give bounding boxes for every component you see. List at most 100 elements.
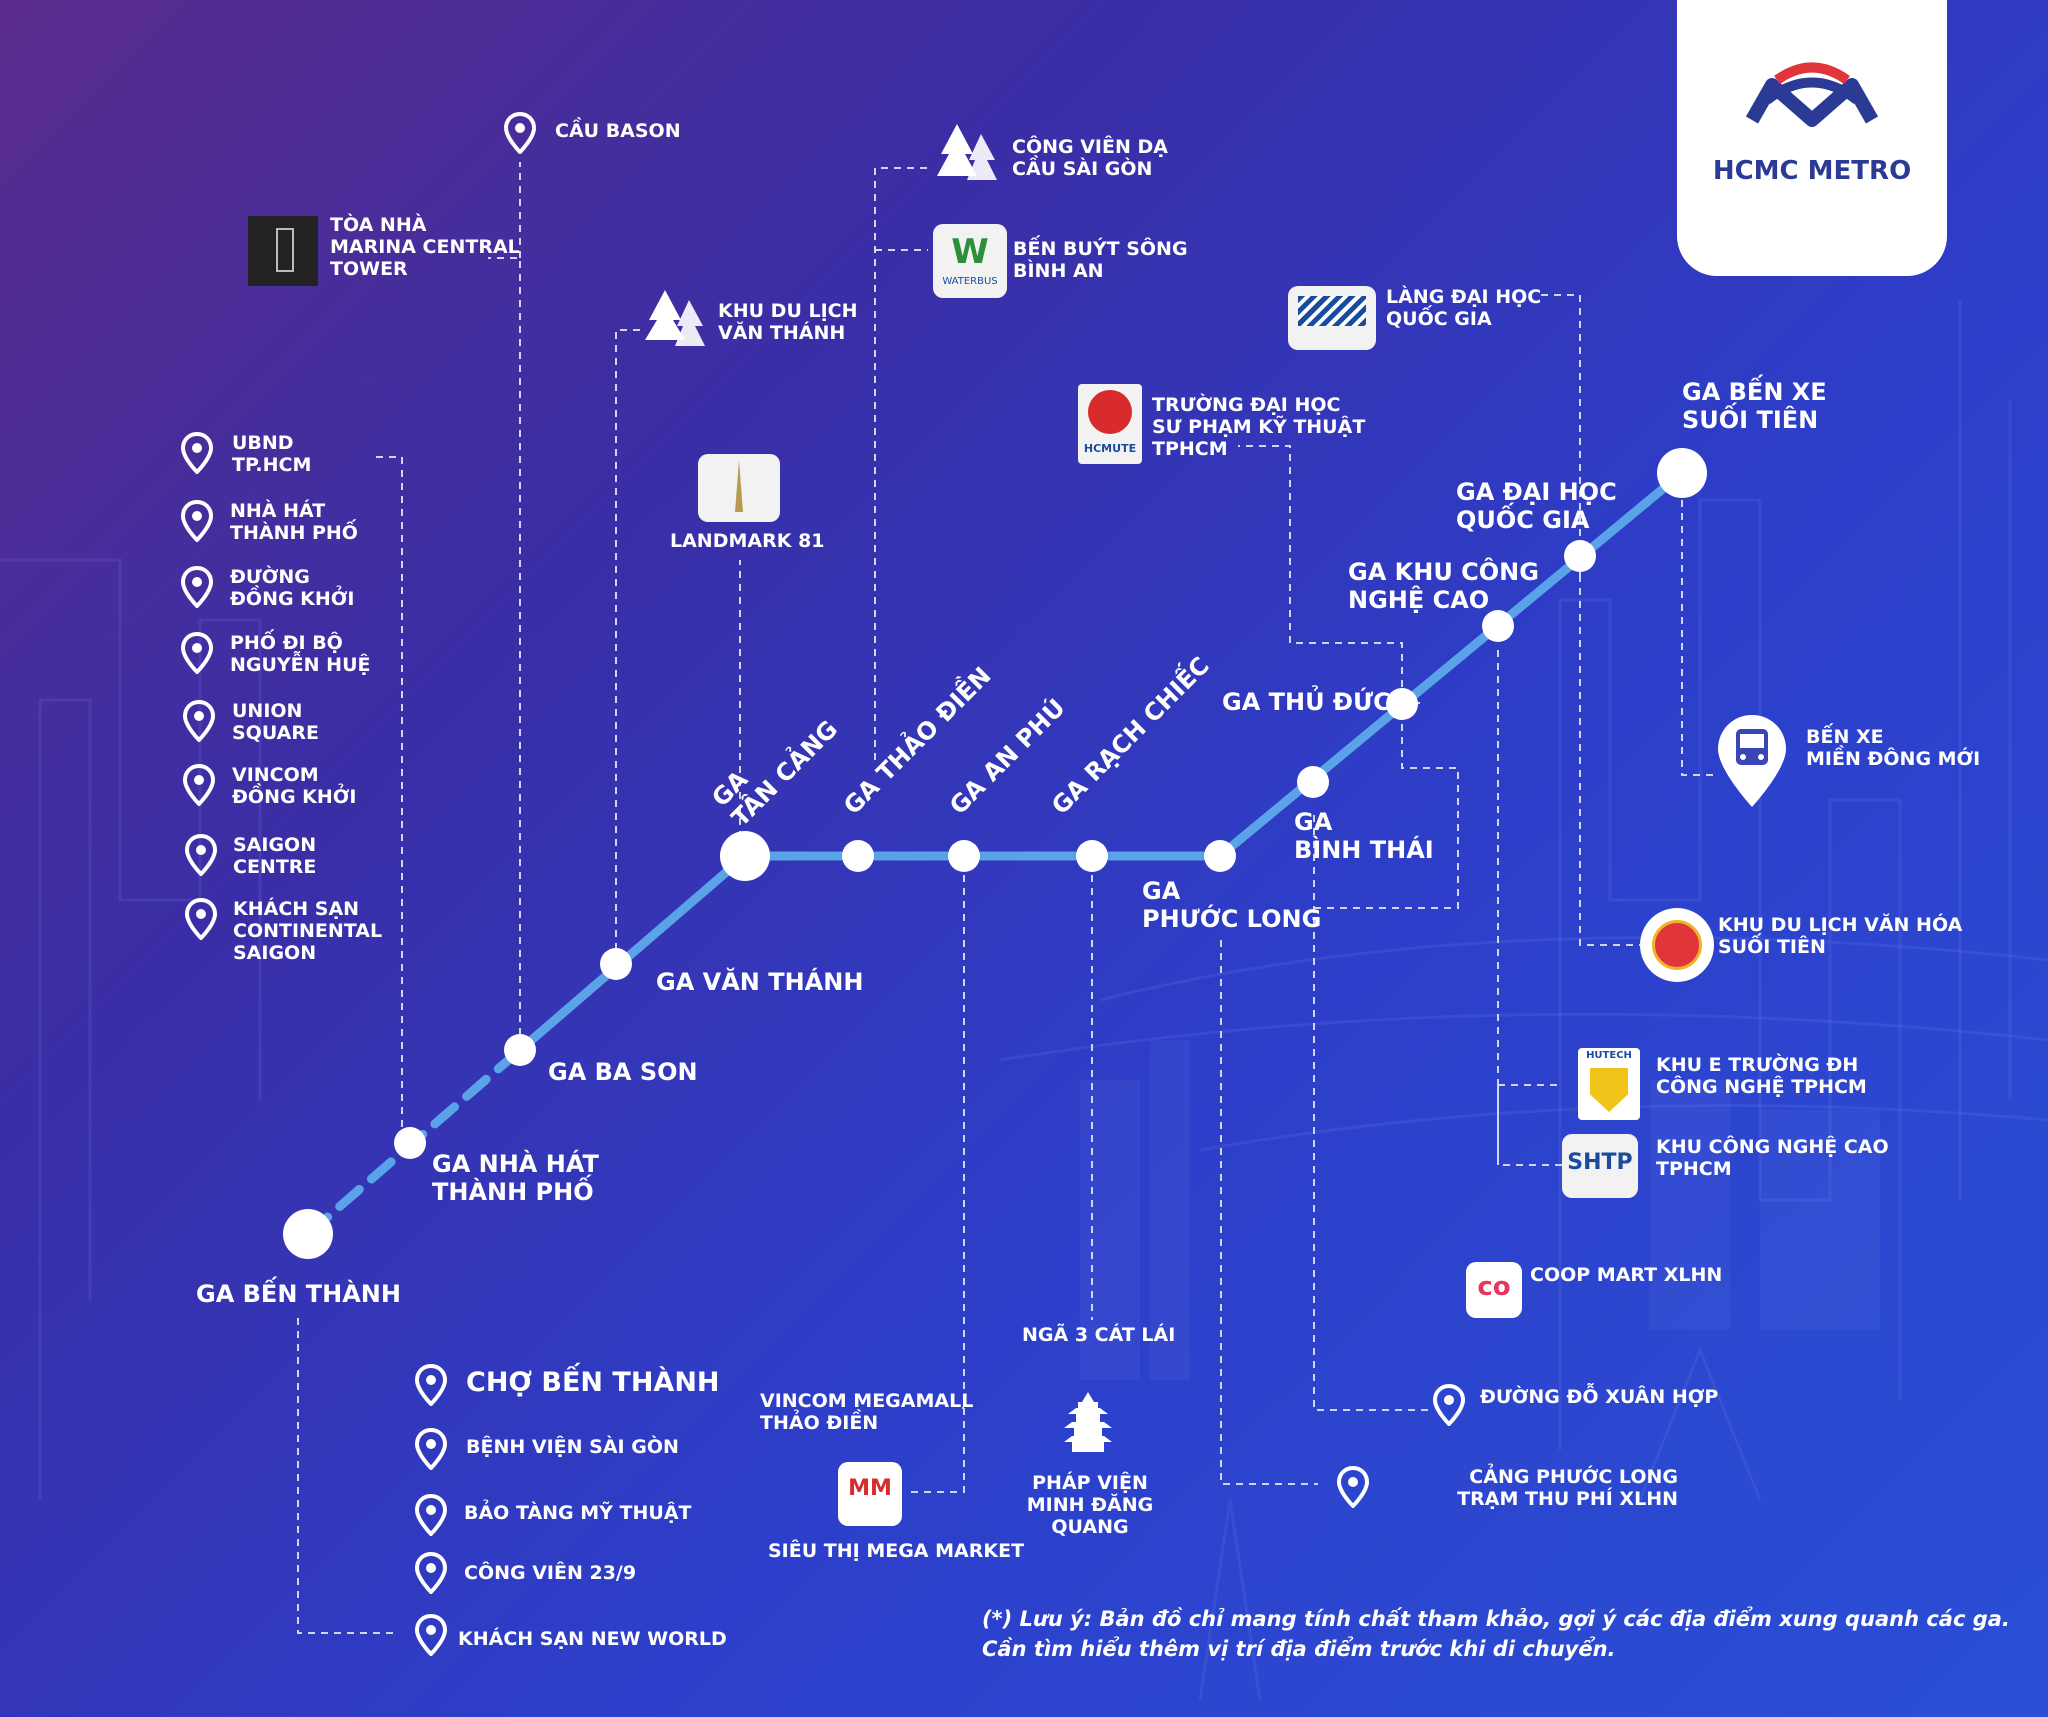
dash-kcnc [1497,650,1562,1166]
dhqg-logo [1288,286,1376,350]
location-pin-icon [503,112,537,154]
station-label-dhqg: GA ĐẠI HỌC QUỐC GIA [1456,478,1617,534]
location-pin-icon [414,1428,448,1470]
place-shtp: KHU CÔNG NGHỆ CAO TPHCM [1656,1136,1889,1180]
place-lang-dai-hoc: LÀNG ĐẠI HỌC QUỐC GIA [1386,286,1542,330]
brand-logo-panel: HCMC METRO [1677,0,1947,276]
dot-an-phu[interactable] [948,840,980,872]
dash-dhqg [1535,294,1640,946]
place-cong-vien-239: CÔNG VIÊN 23/9 [464,1562,637,1584]
dot-thu-duc[interactable] [1386,688,1418,720]
dot-tan-cang[interactable] [720,831,770,881]
station-label-ba-son: GA BA SON [548,1058,698,1086]
dot-binh-thai[interactable] [1297,766,1329,798]
location-pin-icon [414,1614,448,1656]
location-pin-icon [180,632,214,674]
dot-thao-dien[interactable] [842,840,874,872]
place-continental: KHÁCH SẠN CONTINENTAL SAIGON [233,898,383,964]
dot-van-thanh[interactable] [600,948,632,980]
place-phap-vien: PHÁP VIỆN MINH ĐĂNG QUANG [1026,1472,1154,1538]
place-nguyen-hue: PHỐ ĐI BỘ NGUYỄN HUỆ [230,632,371,676]
dot-ben-thanh[interactable] [283,1209,333,1259]
station-label-nha-hat: GA NHÀ HÁT THÀNH PHỐ [432,1150,599,1206]
location-pin-icon [180,432,214,474]
disclaimer-note: (*) Lưu ý: Bản đồ chỉ mang tính chất tha… [982,1607,2010,1661]
location-pin-icon [414,1364,448,1406]
waterbus-text: WATERBUS [942,276,998,287]
place-new-world: KHÁCH SẠN NEW WORLD [458,1628,727,1650]
location-pin-icon [180,566,214,608]
hutech-logo: HUTECH [1578,1048,1640,1120]
dash-thu-duc [1238,445,1403,700]
station-dots [283,448,1707,1259]
waterbus-logo: W WATERBUS [933,224,1007,298]
suoi-tien-logo [1640,908,1714,982]
mm-text: MM [848,1476,892,1501]
place-khu-du-lich-van-thanh: KHU DU LỊCH VĂN THÁNH [718,300,858,344]
shtp-text: SHTP [1567,1150,1633,1175]
dot-kcnc[interactable] [1482,610,1514,642]
place-mega-market: SIÊU THỊ MEGA MARKET [768,1540,1025,1562]
place-nha-hat-tp: NHÀ HÁT THÀNH PHỐ [230,500,358,544]
place-marina: TÒA NHÀ MARINA CENTRAL TOWER [330,214,520,280]
place-bao-tang: BẢO TÀNG MỸ THUẬT [464,1502,692,1524]
place-vincom-mega: VINCOM MEGAMALL THẢO ĐIỀN [760,1390,974,1434]
station-label-ben-thanh: GA BẾN THÀNH [196,1280,401,1308]
place-saigon-centre: SAIGON CENTRE [233,834,317,878]
place-suoi-tien: KHU DU LỊCH VĂN HÓA SUỐI TIÊN [1718,914,1963,958]
dot-rach-chiec[interactable] [1076,840,1108,872]
metro-logo-icon [1745,62,1879,127]
location-pin-icon [184,898,218,940]
line-solid-section [515,468,1687,1055]
station-label-phuoc-long: GA PHƯỚC LONG [1142,877,1322,933]
dot-phuoc-long[interactable] [1204,840,1236,872]
dot-suoi-tien[interactable] [1657,448,1707,498]
location-pin-icon [180,500,214,542]
tree-icon-cong-vien [937,124,997,180]
mega-market-logo: MM [838,1462,902,1526]
location-pin-icon [414,1494,448,1536]
station-label-van-thanh: GA VĂN THÁNH [656,968,864,996]
place-ben-xe-mien-dong: BẾN XE MIỀN ĐÔNG MỚI [1806,726,1981,770]
bus-station-icon [1718,715,1786,807]
hcmute-logo: HCMUTE [1078,384,1142,464]
place-dong-khoi: ĐƯỜNG ĐỒNG KHỞI [230,566,355,610]
dash-ben-thanh [297,1318,395,1634]
landmark-logo [698,454,780,522]
dash-nha-hat [372,456,403,1140]
station-label-thu-duc: GA THỦ ĐỨC [1222,688,1391,716]
place-do-xuan-hop: ĐƯỜNG ĐỖ XUÂN HỢP [1480,1386,1719,1408]
station-label-binh-thai: GA BÌNH THÁI [1294,808,1434,864]
place-bv-sai-gon: BỆNH VIỆN SÀI GÒN [466,1436,679,1458]
station-label-suoi-tien: GA BẾN XE SUỐI TIÊN [1682,378,1827,434]
place-vincom-dk: VINCOM ĐỒNG KHỞI [232,764,357,808]
shtp-logo: SHTP [1562,1134,1638,1198]
place-coop: COOP MART XLHN [1530,1264,1723,1286]
place-cau-bason: CẦU BASON [555,120,681,142]
coop-logo: co [1466,1262,1522,1318]
place-truong-dh-spkt: TRƯỜNG ĐẠI HỌC SƯ PHẠM KỸ THUẬT TPHCM [1152,394,1366,460]
place-hutech: KHU E TRƯỜNG ĐH CÔNG NGHỆ TPHCM [1656,1054,1867,1098]
dot-dhqg[interactable] [1564,540,1596,572]
place-cong-vien-da: CÔNG VIÊN DẠ CẦU SÀI GÒN [1012,136,1168,180]
dash-thao-dien [874,167,928,760]
dash-suoi-tien [1681,500,1716,776]
location-pin-icon [414,1552,448,1594]
tree-icon-van-thanh [645,290,705,346]
dot-ba-son[interactable] [504,1034,536,1066]
brand-name: HCMC METRO [1712,156,1912,186]
dash-ba-son [488,162,521,1048]
marina-logo [248,216,318,286]
dot-nha-hat[interactable] [394,1127,426,1159]
hutech-text: HUTECH [1586,1050,1632,1061]
hcmute-text: HCMUTE [1083,442,1137,455]
dash-phuoc-long [1220,940,1318,1485]
location-pin-icon [1432,1384,1466,1426]
place-cang-phuoc-long: CẢNG PHƯỚC LONG TRẠM THU PHÍ XLHN [1457,1466,1678,1510]
pagoda-icon [1064,1392,1112,1452]
dash-van-thanh [615,329,640,963]
dash-an-phu [905,875,965,1493]
